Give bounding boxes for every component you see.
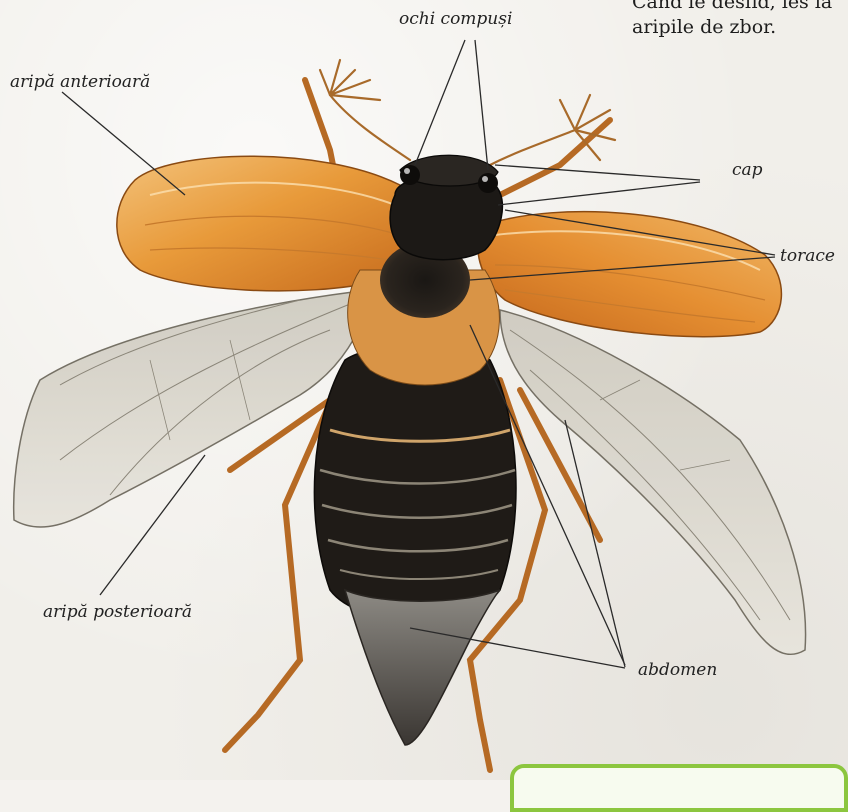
label-compound-eyes: ochi compuși [399, 9, 512, 29]
green-callout-box [510, 764, 848, 812]
label-abdomen: abdomen [638, 660, 717, 680]
antennae [320, 60, 615, 165]
label-thorax: torace [780, 246, 835, 266]
abdomen-shape [314, 345, 516, 745]
label-hindwing: aripă posterioară [43, 602, 192, 622]
right-hindwing [500, 310, 806, 654]
beetle-illustration [0, 0, 848, 780]
label-head: cap [732, 160, 763, 180]
label-forewing: aripă anterioară [10, 72, 150, 92]
head-shape [390, 155, 502, 259]
